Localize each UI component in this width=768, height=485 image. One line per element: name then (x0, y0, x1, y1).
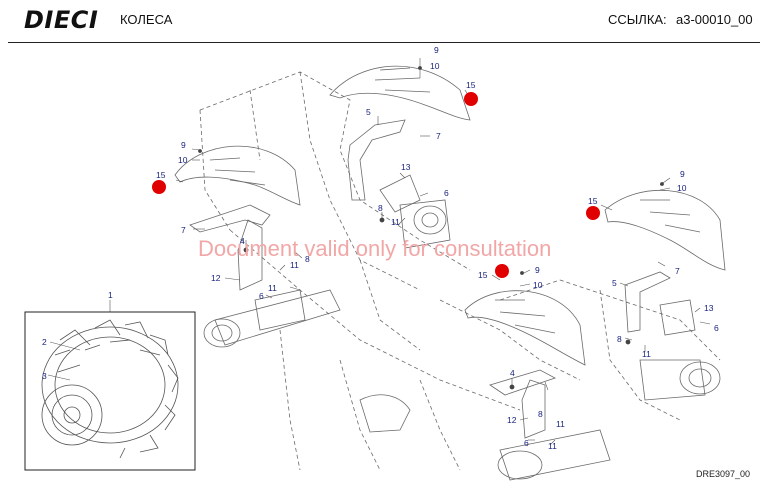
callout-6: 6 (444, 188, 449, 198)
callout-8: 8 (617, 334, 622, 344)
callout-11: 11 (290, 260, 299, 270)
reference-code: a3-00010_00 (676, 12, 753, 27)
callout-15: 15 (588, 196, 598, 206)
fender-front-left (174, 145, 301, 206)
chassis-frame (199, 71, 721, 471)
fender-rear-left (329, 65, 471, 121)
callout-5: 5 (366, 107, 371, 117)
callout-8: 8 (378, 203, 383, 213)
callout-15: 15 (478, 270, 488, 280)
callout-8: 8 (305, 254, 310, 264)
callout-12: 12 (211, 273, 221, 283)
callout-7: 7 (181, 225, 186, 235)
fender-rear-right (604, 189, 726, 271)
consultation-watermark: Document valid only for consultation (198, 236, 552, 261)
dieci-logo: DIECI (24, 6, 99, 34)
wheel-inset (24, 311, 196, 471)
callout-11: 11 (391, 217, 400, 227)
callout-6: 6 (259, 291, 264, 301)
callout-13: 13 (704, 303, 714, 313)
header-divider (8, 42, 760, 43)
axle-rear (399, 199, 451, 249)
callout-2: 2 (42, 337, 47, 347)
callout-10: 10 (677, 183, 687, 193)
callout-9: 9 (181, 140, 186, 150)
callout-3: 3 (42, 371, 47, 381)
hotspot-markers (152, 92, 600, 278)
callout-4: 4 (240, 236, 245, 246)
header: DIECI КОЛЕСА ССЫЛКА: a3-00010_00 (0, 0, 768, 42)
callout-4: 4 (510, 368, 515, 378)
callout-13: 13 (401, 162, 411, 172)
callout-8: 8 (538, 409, 543, 419)
callout-5: 5 (612, 278, 617, 288)
drawing-number: DRE3097_00 (695, 469, 750, 479)
callout-11: 11 (556, 419, 565, 429)
callout-9: 9 (680, 169, 685, 179)
callout-11: 11 (642, 349, 651, 359)
callout-1: 1 (108, 290, 113, 300)
callout-10: 10 (178, 155, 188, 165)
callout-11: 11 (548, 441, 557, 451)
callout-6: 6 (524, 438, 529, 448)
page-title: КОЛЕСА (120, 12, 173, 27)
callout-6: 6 (714, 323, 719, 333)
callout-7: 7 (675, 266, 680, 276)
fender-front-right (464, 290, 586, 366)
callout-9: 9 (434, 45, 439, 55)
callout-15: 15 (466, 80, 476, 90)
axle-right (497, 359, 721, 481)
callout-7: 7 (436, 131, 441, 141)
callout-10: 10 (533, 280, 543, 290)
callout-11: 11 (268, 283, 277, 293)
callout-15: 15 (156, 170, 166, 180)
reference-label: ССЫЛКА: (608, 12, 667, 27)
callout-12: 12 (507, 415, 517, 425)
axle-front (203, 289, 341, 348)
callout-9: 9 (535, 265, 540, 275)
callout-10: 10 (430, 61, 440, 71)
